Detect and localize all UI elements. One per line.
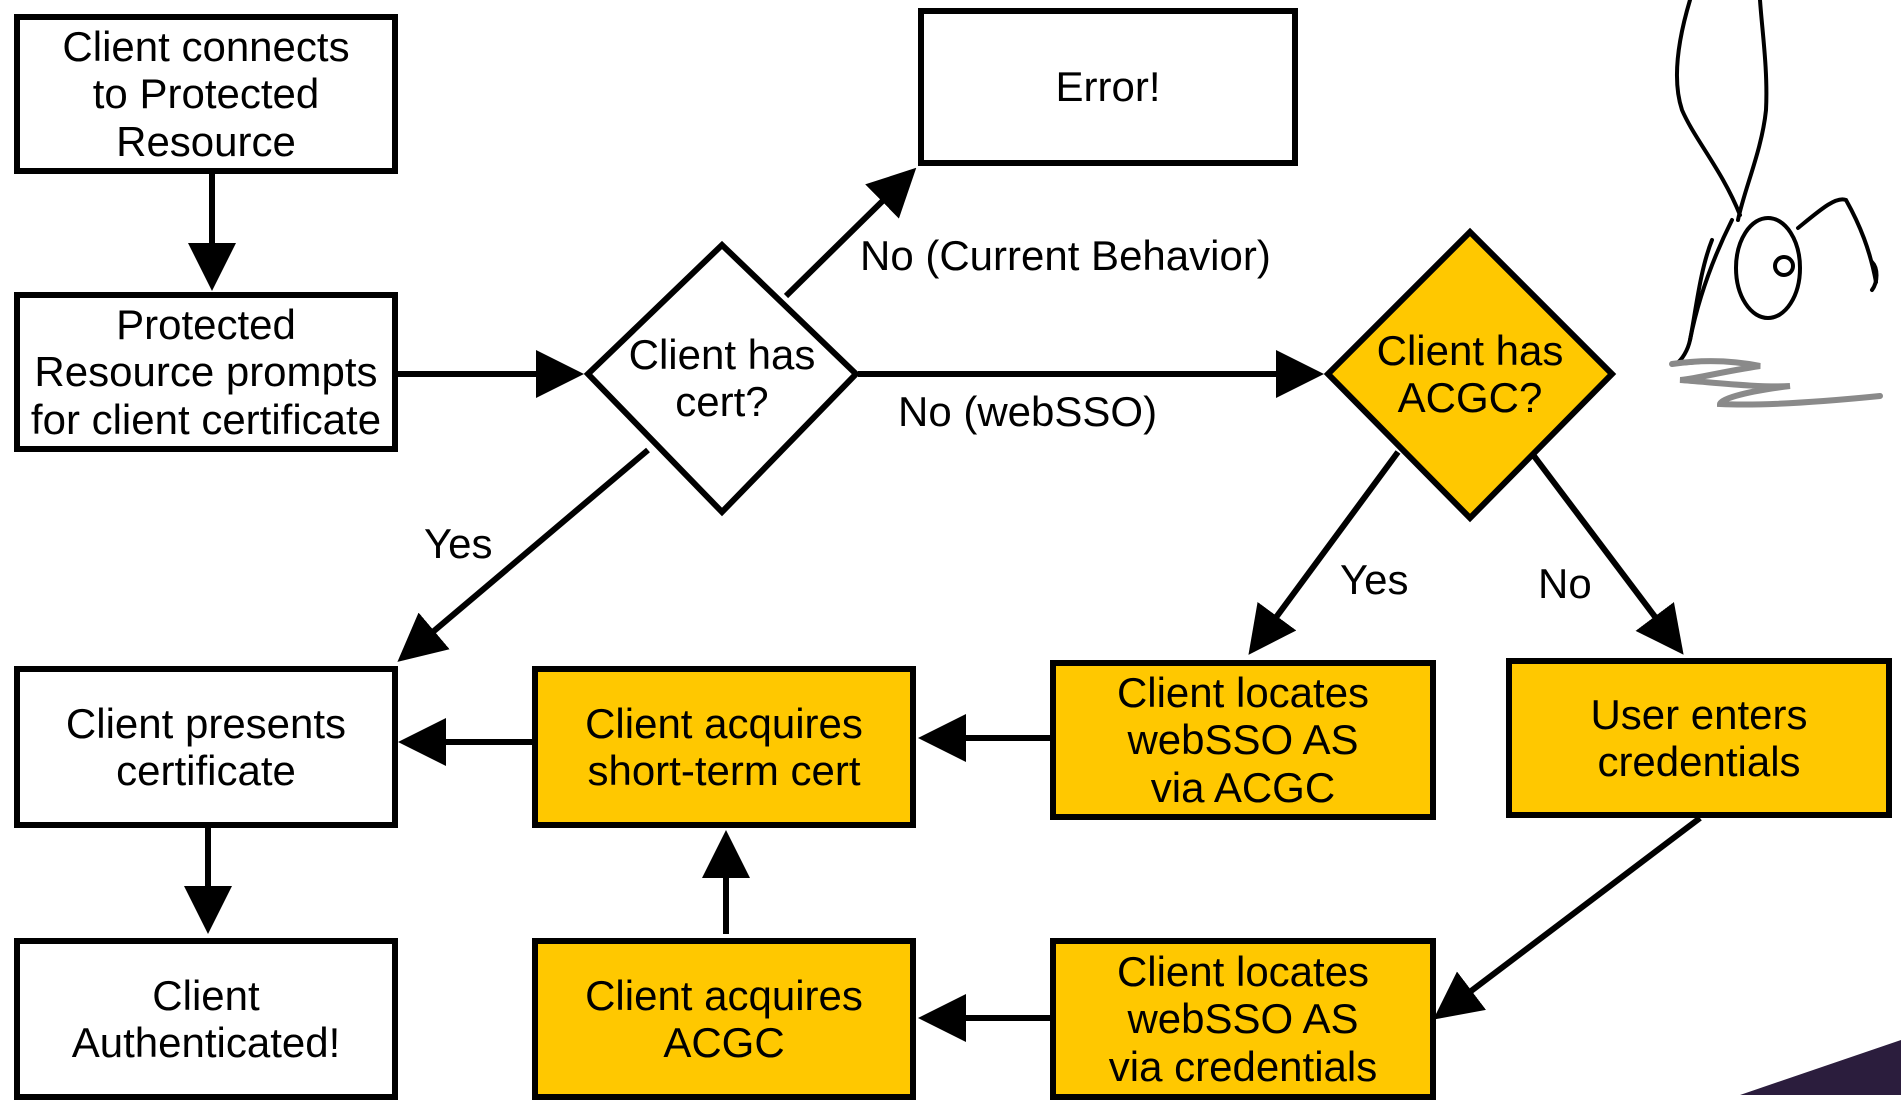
label-no-websso: No (webSSO) <box>898 388 1158 435</box>
box-client-locates-via-credentials: Client locates webSSO AS via credentials <box>1050 938 1436 1100</box>
decision-has-cert-shape <box>583 240 861 517</box>
label-no-has-acgc: No <box>1538 560 1592 607</box>
box-client-presents-certificate: Client presents certificate <box>14 666 398 828</box>
label-yes-has-acgc: Yes <box>1340 556 1409 603</box>
arrow-hasacgc-to-enters <box>1531 454 1684 655</box>
decision-has-cert: Client has cert? <box>628 330 816 425</box>
box-prompts-for-certificate: Protected Resource prompts for client ce… <box>14 292 398 452</box>
arrow-hascert-to-error <box>783 167 917 299</box>
box-client-locates-via-acgc: Client locates webSSO AS via ACGC <box>1050 660 1436 820</box>
box-client-acquires-short-term-cert: Client acquires short-term cert <box>532 666 916 828</box>
box-client-authenticated: Client Authenticated! <box>14 938 398 1100</box>
stick-figure-drawing <box>1669 0 1883 408</box>
box-user-enters-credentials: User enters credentials <box>1506 658 1892 818</box>
arrow-enters-to-locatescred <box>1433 815 1702 1020</box>
label-yes-has-cert: Yes <box>424 520 493 567</box>
arrow-hasacgc-to-locates <box>1248 450 1401 655</box>
decision-has-acgc: Client has ACGC? <box>1376 326 1564 421</box>
decision-has-acgc-shape <box>1323 227 1617 523</box>
box-client-acquires-acgc: Client acquires ACGC <box>532 938 916 1100</box>
box-client-connects: Client connects to Protected Resource <box>14 14 398 174</box>
corner-swoosh <box>1740 1040 1901 1095</box>
label-no-current-behavior: No (Current Behavior) <box>860 232 1271 279</box>
box-error: Error! <box>918 8 1298 166</box>
arrow-hascert-to-presents <box>397 447 650 662</box>
